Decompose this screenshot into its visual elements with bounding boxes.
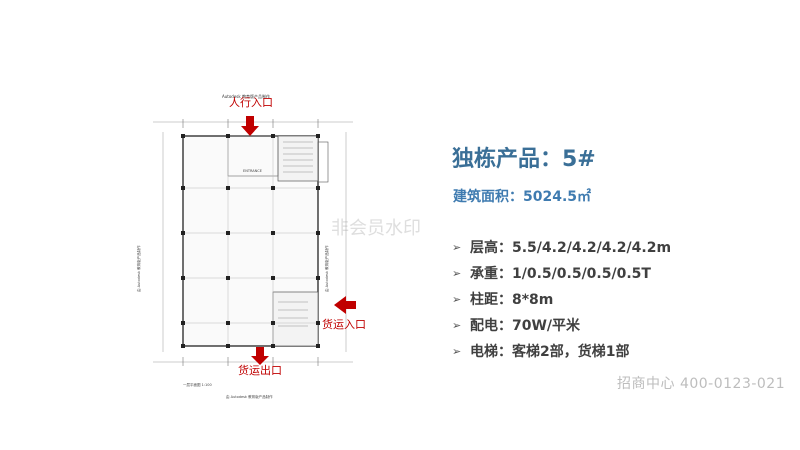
spec-label: 承重：1/0.5/0.5/0.5/0.5T [470,266,651,282]
spec-item-floor-height: ➢ 层高：5.5/4.2/4.2/4.2/4.2m [452,234,671,260]
plan-scale-note: 一层平面图 1:100 [183,382,212,387]
spec-label: 配电：70W/平米 [470,318,581,334]
pedestrian-entrance-label: 人行入口 [229,96,273,109]
bullet-arrow-icon: ➢ [452,344,462,358]
product-title: 独栋产品：5# [452,147,596,172]
plan-side-text: 由 Autodesk 教育版产品制作 [136,245,141,292]
bullet-arrow-icon: ➢ [452,240,462,254]
spec-item-elevator: ➢ 电梯：客梯2部，货梯1部 [452,338,671,364]
cargo-exit-arrow-icon [251,347,269,365]
cargo-entrance-label: 货运入口 [322,318,366,331]
bullet-arrow-icon: ➢ [452,292,462,306]
bullet-arrow-icon: ➢ [452,318,462,332]
spec-item-column-spacing: ➢ 柱距：8*8m [452,286,671,312]
plan-side-text-right: 由 Autodesk 教育版产品制作 [324,245,329,292]
contact-info: 招商中心 400-0123-021 [617,376,786,392]
watermark: 非会员水印 [331,218,421,239]
svg-text:ENTRANCE: ENTRANCE [243,169,262,173]
plan-header-text: Autodesk 教育版产品制作 [222,93,270,99]
building-area: 建筑面积：5024.5㎡ [453,189,592,205]
cargo-entrance-arrow-icon [334,296,356,314]
plan-bottom-text: 由 Autodesk 教育版产品制作 [226,394,273,399]
spec-label: 电梯：客梯2部，货梯1部 [470,344,630,360]
spec-label: 层高：5.5/4.2/4.2/4.2/4.2m [470,240,672,256]
pedestrian-entrance-arrow-icon [241,116,259,136]
spec-item-power: ➢ 配电：70W/平米 [452,312,671,338]
floor-plan-image: Autodesk 教育版产品制作 [128,92,384,400]
spec-label: 柱距：8*8m [470,292,554,308]
arrow-icons [241,116,356,365]
spec-list: ➢ 层高：5.5/4.2/4.2/4.2/4.2m ➢ 承重：1/0.5/0.5/0… [452,234,671,364]
cargo-exit-label: 货运出口 [238,364,282,377]
spec-item-load: ➢ 承重：1/0.5/0.5/0.5/0.5T [452,260,671,286]
bullet-arrow-icon: ➢ [452,266,462,280]
